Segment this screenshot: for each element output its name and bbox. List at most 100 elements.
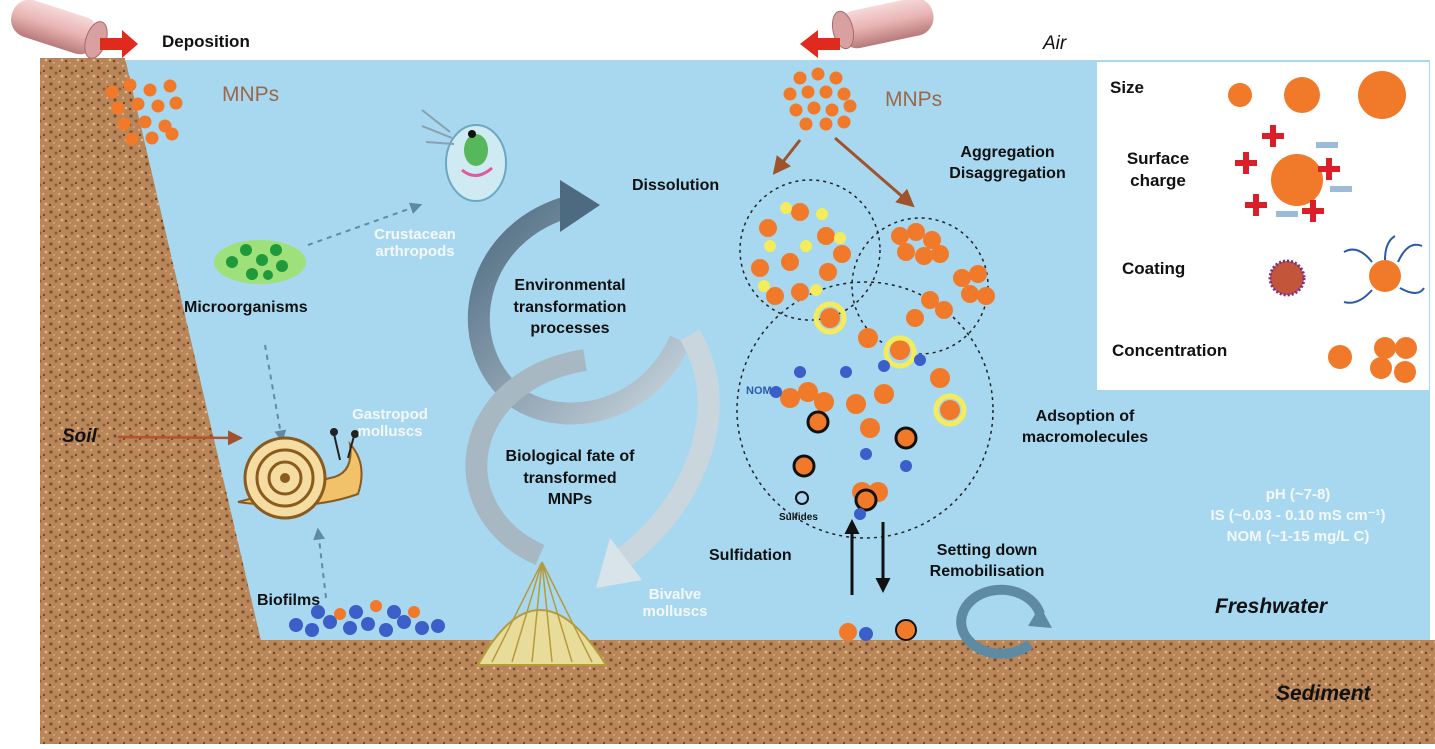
arrow-to-aggregation (834, 136, 915, 208)
particle (833, 245, 851, 263)
fate-cycle-arrow (613, 329, 720, 570)
particle (854, 508, 866, 520)
sulfidation-label: Sulfidation (709, 547, 792, 564)
particle (930, 368, 950, 388)
gastropod-snail-icon (237, 428, 363, 520)
legend-concentration-icon (1328, 337, 1417, 383)
particle (935, 301, 953, 319)
particle (799, 117, 813, 131)
legend-size-icons (1228, 71, 1406, 119)
particle (906, 309, 924, 327)
particle (766, 287, 784, 305)
particle (764, 240, 776, 252)
particle (138, 115, 152, 129)
particle (813, 301, 847, 335)
particle (843, 99, 857, 113)
particle (801, 85, 815, 99)
soil-arrow (117, 430, 243, 446)
deposition-pipe-right (800, 0, 934, 58)
particle (891, 227, 909, 245)
arrow-to-dissolution (772, 139, 802, 175)
particle (840, 366, 852, 378)
environmental-transformation-label: Environmental transformation processes (513, 277, 627, 338)
particle (751, 259, 769, 277)
particle (878, 360, 890, 372)
particle (759, 219, 777, 237)
particle (825, 103, 839, 117)
legend-surface-charge-label: Surface charge (1126, 149, 1190, 191)
legend-surface-charge-icon (1235, 125, 1352, 222)
particle (890, 340, 910, 360)
settling-label: Setting down Remobilisation (929, 542, 1045, 580)
deposition-arrow-icon (800, 30, 840, 58)
aggregation-label: Aggregation Disaggregation (949, 144, 1066, 182)
particle (961, 285, 979, 303)
particle (169, 96, 183, 110)
arrow-biofilm-to-gastropod (313, 527, 327, 599)
particle (334, 608, 346, 620)
particle (798, 382, 818, 402)
particle (953, 269, 971, 287)
crustacean-label: Crustacean arthropods (374, 226, 456, 261)
particle (933, 393, 967, 427)
mnp-cluster-left (105, 78, 183, 146)
particle (819, 85, 833, 99)
particle (415, 621, 429, 635)
particle (923, 231, 941, 249)
biological-fate-label: Biological fate of transformed MNPs (505, 448, 635, 509)
particle (781, 253, 799, 271)
bivalve-label: Bivalve molluscs (642, 586, 708, 621)
particle (806, 410, 830, 434)
sediment-layer (40, 640, 1435, 744)
crustacean-icon (421, 109, 507, 202)
deposition-pipe-left (11, 0, 138, 59)
particle (915, 247, 933, 265)
biofilms-label: Biofilms (257, 592, 321, 609)
arrow-micro-to-gastropod (264, 344, 287, 443)
particle (940, 400, 960, 420)
particle (111, 101, 125, 115)
particle (969, 265, 987, 283)
water-conditions-label: pH (~7-8) IS (~0.03 - 0.10 mS cm⁻¹) NOM … (1210, 486, 1386, 545)
particle (343, 621, 357, 635)
microorganism-icon (214, 240, 306, 284)
particle (819, 117, 833, 131)
particle (837, 87, 851, 101)
particle (791, 283, 809, 301)
biofilm-icon (289, 600, 445, 637)
dissolution-zone (739, 179, 881, 321)
particle (123, 78, 137, 92)
particle (793, 71, 807, 85)
dissolution-label: Dissolution (632, 177, 720, 194)
particle (783, 87, 797, 101)
gastropod-label: Gastropod molluscs (352, 406, 428, 441)
particle (792, 454, 816, 478)
particle (820, 308, 840, 328)
particle (854, 488, 878, 512)
particle (807, 101, 821, 115)
particle (117, 117, 131, 131)
particle (819, 263, 837, 281)
mnps-label-left: MNPs (222, 83, 280, 106)
particle (131, 97, 145, 111)
microorganisms-label: Microorganisms (184, 299, 308, 316)
particle (145, 131, 159, 145)
particle (883, 335, 917, 369)
particle (379, 623, 393, 637)
particle (977, 287, 995, 305)
legend-coating-icon (1268, 235, 1425, 304)
particle (900, 460, 912, 472)
legend-size-label: Size (1110, 78, 1145, 97)
sediment-label: Sediment (1276, 682, 1371, 705)
particle (397, 615, 411, 629)
particle (907, 223, 925, 241)
soil-label: Soil (62, 426, 97, 447)
particle (894, 426, 918, 450)
particle (814, 392, 834, 412)
particle (791, 203, 809, 221)
particle (361, 617, 375, 631)
particle (323, 615, 337, 629)
particle (858, 328, 878, 348)
particle (789, 103, 803, 117)
